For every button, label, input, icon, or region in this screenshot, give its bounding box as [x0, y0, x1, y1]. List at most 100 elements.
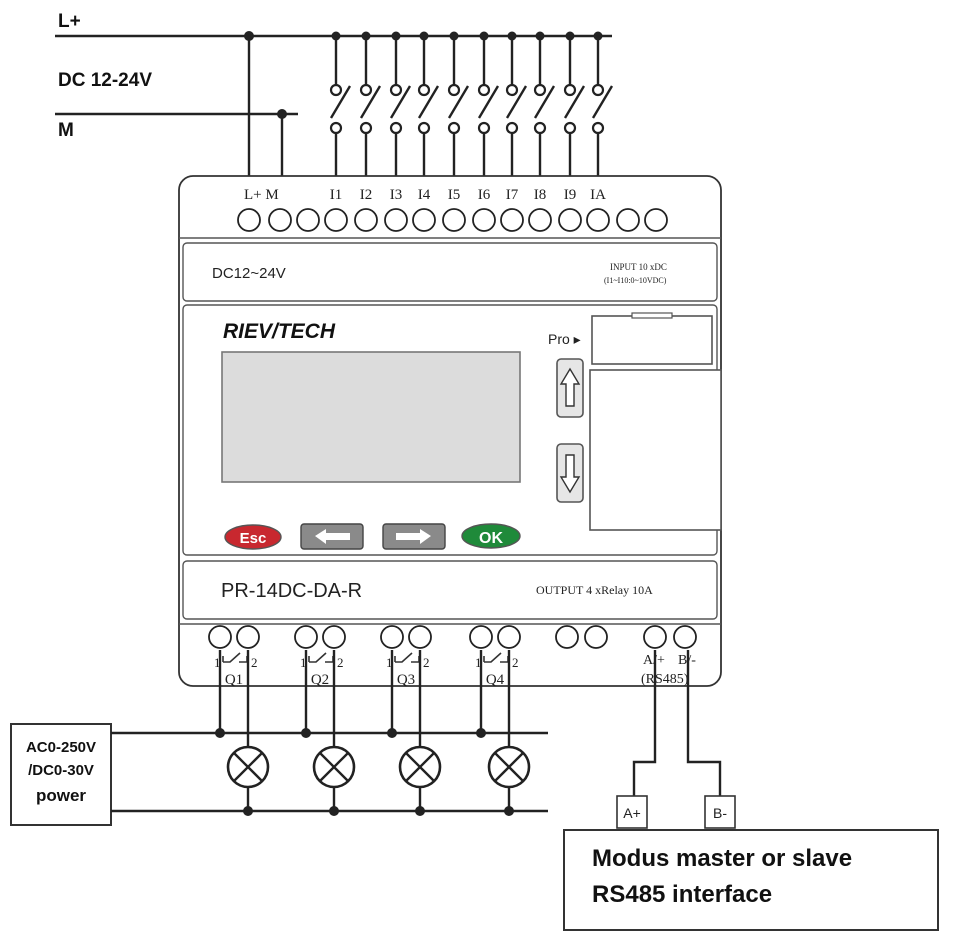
bottom-terminal-row: [208, 625, 697, 649]
screw-terminal[interactable]: [208, 625, 232, 649]
switch-contact-top: [533, 83, 547, 97]
screw-terminal[interactable]: [616, 208, 640, 232]
input-label-i6: I6: [478, 187, 491, 203]
upper-label-strip: [182, 242, 718, 302]
input-rating-2: (I1~I10:0~10VDC): [604, 276, 667, 285]
relay-contact-symbol: [222, 652, 248, 663]
screw-terminal[interactable]: [558, 208, 582, 232]
screw-terminal[interactable]: [472, 208, 496, 232]
up-button[interactable]: [556, 358, 584, 418]
left-arrow-icon: [315, 529, 350, 544]
switch-contact-top: [591, 83, 605, 97]
screw-terminal[interactable]: [408, 625, 432, 649]
input-label-i7: I7: [506, 187, 519, 203]
esc-label: Esc: [240, 530, 267, 547]
switch-contact-bottom: [563, 121, 577, 135]
screw-terminal[interactable]: [268, 208, 292, 232]
screw-terminal[interactable]: [296, 208, 320, 232]
output-rating: OUTPUT 4 xRelay 10A: [536, 583, 653, 597]
screw-terminal[interactable]: [324, 208, 348, 232]
input-rating-1: INPUT 10 xDC: [610, 262, 667, 272]
junction-dot: [387, 728, 397, 738]
switch-contact-bottom: [329, 121, 343, 135]
switch-contact-top: [505, 83, 519, 97]
load-power-line3: power: [36, 786, 86, 805]
screw-terminal[interactable]: [673, 625, 697, 649]
input-label-i3: I3: [390, 187, 403, 203]
ok-button[interactable]: OK: [461, 523, 521, 549]
l-plus-label: L+: [58, 11, 81, 32]
switch-contact-top: [563, 83, 577, 97]
switch-contact-bottom: [359, 121, 373, 135]
screw-terminal[interactable]: [528, 208, 552, 232]
relay-contact-symbol: [308, 652, 334, 663]
junction-dot: [301, 728, 311, 738]
program-module-slot[interactable]: [591, 315, 713, 365]
contact-1-label: 1: [214, 655, 221, 670]
screw-terminal[interactable]: [294, 625, 318, 649]
switch-contact-bottom: [505, 121, 519, 135]
input-switches: [329, 31, 614, 176]
lamp-cross: [405, 752, 435, 782]
screw-terminal[interactable]: [322, 625, 346, 649]
down-button[interactable]: [556, 443, 584, 503]
output-label-q1: Q1: [225, 672, 243, 688]
junction-dot: [415, 806, 425, 816]
screw-terminal[interactable]: [412, 208, 436, 232]
screw-terminal[interactable]: [584, 625, 608, 649]
esc-button[interactable]: Esc: [224, 524, 282, 550]
up-arrow-icon: [559, 367, 581, 407]
top-terminal-row: [237, 208, 668, 232]
screw-terminal[interactable]: [644, 208, 668, 232]
screw-terminal[interactable]: [380, 625, 404, 649]
right-arrow-icon: [396, 529, 431, 544]
switch-contact-top: [359, 83, 373, 97]
screw-terminal[interactable]: [237, 208, 261, 232]
switch-lever: [505, 85, 528, 119]
junction-dot: [243, 806, 253, 816]
screw-terminal[interactable]: [643, 625, 667, 649]
switch-lever: [359, 85, 382, 119]
junction-dot: [244, 31, 254, 41]
input-label-i1: I1: [330, 187, 343, 203]
screw-terminal[interactable]: [384, 208, 408, 232]
load-power-box: [10, 723, 112, 826]
switch-lever: [477, 85, 500, 119]
model-name: PR-14DC-DA-R: [221, 580, 362, 602]
screw-terminal[interactable]: [500, 208, 524, 232]
lower-label-strip: [182, 560, 718, 620]
contact-1-label: 1: [475, 655, 482, 670]
screw-terminal[interactable]: [442, 208, 466, 232]
contact-1-label: 1: [386, 655, 393, 670]
switch-lever: [447, 85, 470, 119]
m-label: M: [58, 120, 74, 141]
switch-contact-bottom: [591, 121, 605, 135]
a-plus-terminal: [616, 795, 648, 829]
input-label-i8: I8: [534, 187, 547, 203]
right-button[interactable]: [382, 523, 446, 550]
down-arrow-icon: [559, 454, 581, 494]
junction-dot: [329, 806, 339, 816]
contact-1-label: 1: [300, 655, 307, 670]
switch-contact-bottom: [533, 121, 547, 135]
input-label-i9: I9: [564, 187, 577, 203]
left-button[interactable]: [300, 523, 364, 550]
pro-label: Pro ▸: [548, 331, 581, 347]
screw-terminal[interactable]: [497, 625, 521, 649]
contact-2-label: 2: [512, 655, 519, 670]
b-minus-label: B-: [713, 805, 727, 821]
switch-contact-bottom: [417, 121, 431, 135]
screw-terminal[interactable]: [555, 625, 579, 649]
screw-terminal[interactable]: [586, 208, 610, 232]
screw-terminal[interactable]: [354, 208, 378, 232]
output-label-q3: Q3: [397, 672, 415, 688]
output-label-q2: Q2: [311, 672, 329, 688]
switch-contact-top: [389, 83, 403, 97]
screw-terminal[interactable]: [236, 625, 260, 649]
modbus-device-box: [563, 829, 939, 931]
input-label-i2: I2: [360, 187, 373, 203]
screw-terminal[interactable]: [469, 625, 493, 649]
lamp-cross: [233, 752, 263, 782]
